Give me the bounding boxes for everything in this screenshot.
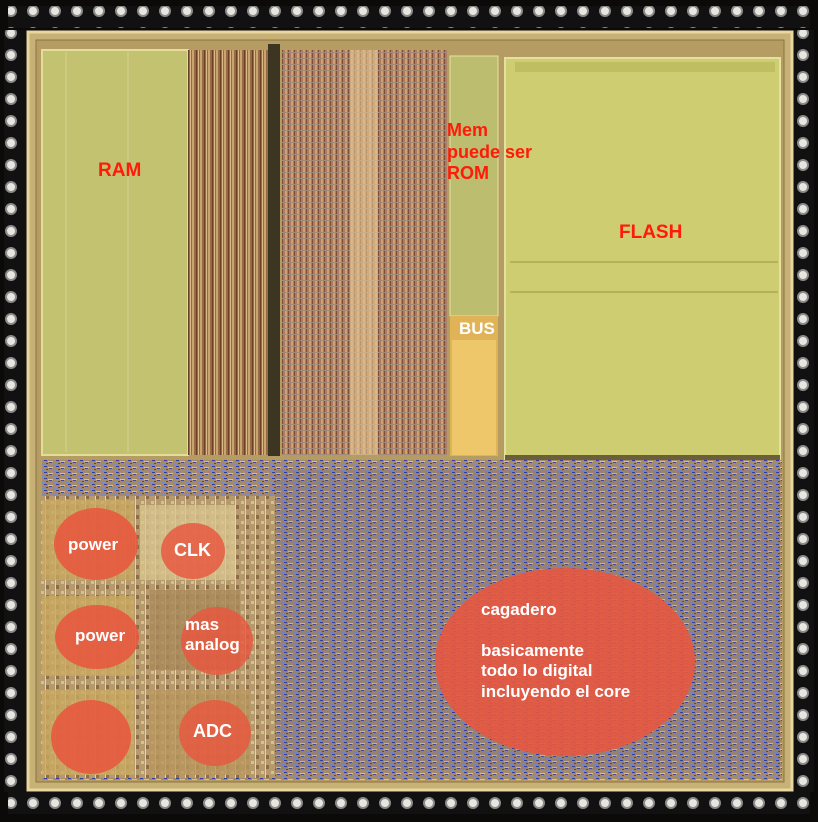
bus-label: BUS <box>459 319 495 338</box>
power-1-label: power <box>68 535 119 554</box>
mas-analog-label: mas analog <box>185 615 240 655</box>
mas-analog-highlight <box>181 607 253 675</box>
clk-highlight <box>161 523 225 579</box>
mem-rom-label: Mem puede ser ROM <box>447 120 533 184</box>
adc-label: ADC <box>193 721 232 741</box>
clk-label: CLK <box>174 540 211 560</box>
cagadero-highlight <box>435 568 695 756</box>
blank-highlight <box>51 700 131 774</box>
ram-label: RAM <box>98 160 142 181</box>
power-2-highlight <box>55 605 139 669</box>
adc-highlight <box>179 700 251 766</box>
power-2-label: power <box>75 626 126 645</box>
flash-label: FLASH <box>619 222 683 243</box>
power-1-highlight <box>54 508 138 580</box>
cagadero-label: cagadero basicamente todo lo digital inc… <box>481 600 631 701</box>
